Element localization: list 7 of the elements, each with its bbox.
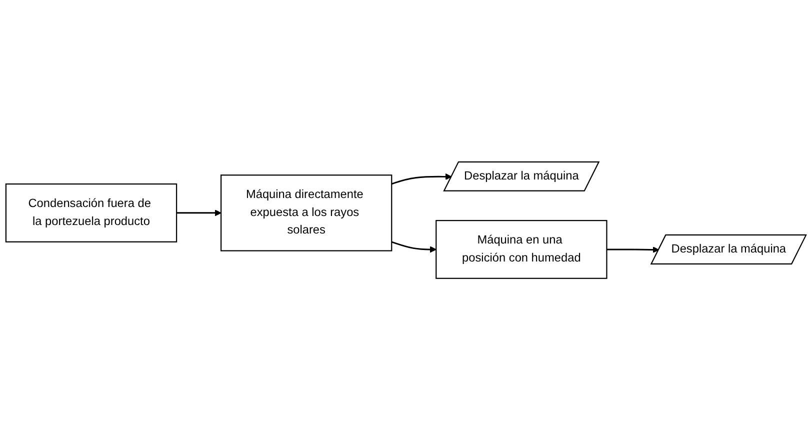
arrow xyxy=(606,246,660,254)
arrow xyxy=(391,174,452,185)
node-box: Máquina en una posición con humedad xyxy=(436,220,608,280)
arrow xyxy=(176,210,222,217)
node-box: Condensación fuera de la portezuela producto xyxy=(5,184,178,243)
node-box: Máquina directamente expuesta a los rayos solares xyxy=(220,174,392,252)
arrow xyxy=(391,242,436,254)
